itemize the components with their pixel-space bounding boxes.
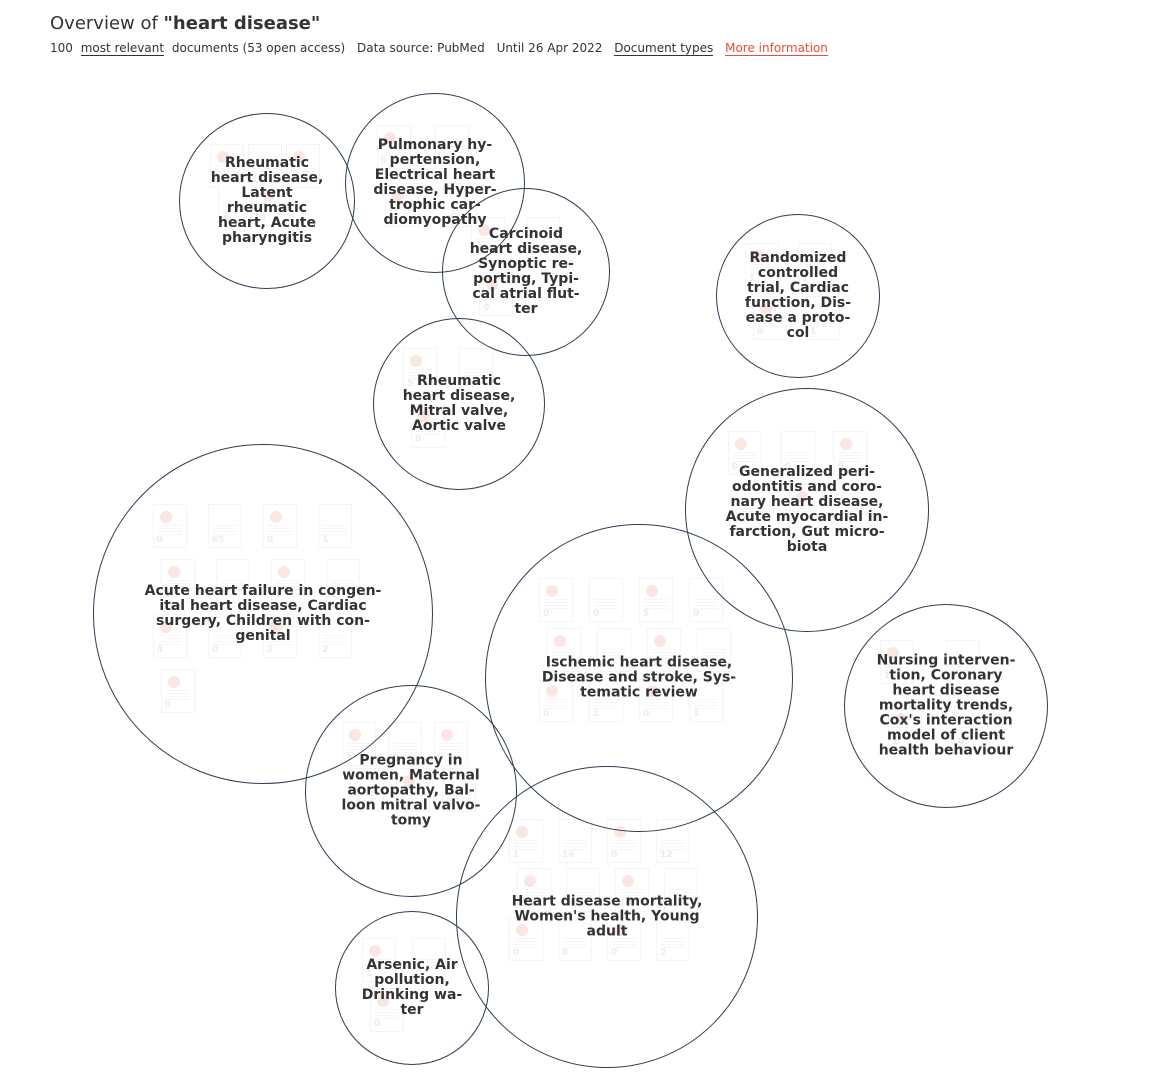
topic-bubble[interactable] — [345, 93, 525, 273]
overview-header: Overview of "heart disease" 100 most rel… — [50, 12, 836, 56]
topic-bubble[interactable] — [373, 318, 545, 490]
topic-bubble[interactable] — [179, 113, 355, 289]
most-relevant-link[interactable]: most relevant — [80, 41, 165, 56]
title-prefix: Overview of — [50, 13, 164, 34]
topic-bubble[interactable] — [456, 766, 758, 1068]
document-types-link[interactable]: Document types — [614, 41, 714, 56]
until-date: Until 26 Apr 2022 — [496, 41, 603, 55]
search-query: "heart disease" — [163, 13, 321, 34]
topic-bubble[interactable] — [844, 604, 1048, 808]
data-source: Data source: PubMed — [357, 41, 485, 55]
topic-bubble[interactable] — [716, 214, 880, 378]
more-information-link[interactable]: More information — [725, 41, 828, 56]
documents-text: documents (53 open access) — [171, 41, 346, 55]
document-count: 100 — [50, 41, 73, 55]
page-title: Overview of "heart disease" — [50, 12, 836, 36]
topic-bubble[interactable] — [335, 911, 489, 1065]
context-line: 100 most relevant documents (53 open acc… — [50, 40, 836, 56]
topic-bubble[interactable] — [305, 685, 517, 897]
topic-bubble[interactable] — [685, 388, 929, 632]
topic-bubble[interactable] — [93, 444, 433, 784]
